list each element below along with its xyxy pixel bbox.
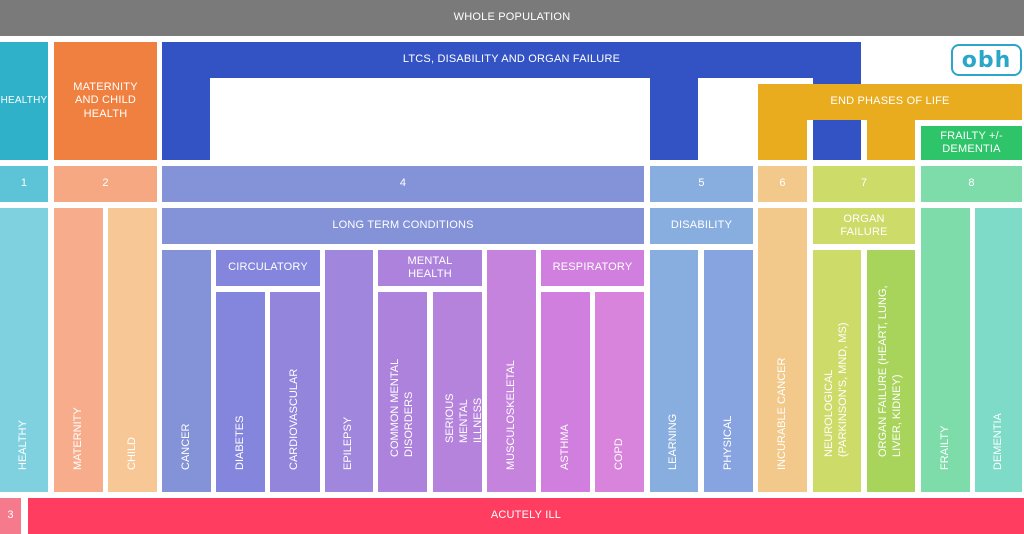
column-diabetes-label: DIABETES — [233, 415, 246, 471]
column-physical: PHYSICAL — [704, 250, 753, 492]
column-dementia-label: DEMENTIA — [991, 413, 1004, 471]
column-cancer: CANCER — [162, 250, 211, 492]
column-learning-label: LEARNING — [667, 414, 679, 471]
column-cardiovascular: CARDIOVASCULAR — [270, 292, 320, 492]
column-neurological-label: NEUROLOGICAL (PARKINSON'S, MND, MS) — [823, 321, 849, 457]
segment-3: 3 — [0, 498, 21, 534]
frailty-dementia-header: FRAILTY +/- DEMENTIA — [921, 126, 1022, 160]
column-serious-mental-illness: SERIOUS MENTAL ILLNESS — [433, 292, 484, 492]
column-epilepsy: EPILEPSY — [325, 250, 373, 492]
column-organ-failure-label: ORGAN FAILURE (HEART, LUNG, LIVER, KIDNE… — [877, 284, 903, 457]
segment-2: 2 — [54, 166, 157, 202]
segment-4: 4 — [162, 166, 644, 202]
column-healthy-label: HEALTHY — [17, 420, 29, 471]
long-term-conditions-header: LONG TERM CONDITIONS — [162, 208, 644, 244]
column-healthy: HEALTHY — [0, 208, 48, 492]
column-child-label: CHILD — [125, 437, 138, 471]
column-organ-failure: ORGAN FAILURE (HEART, LUNG, LIVER, KIDNE… — [867, 250, 915, 492]
segment-5: 5 — [650, 166, 753, 202]
organ-failure-header: ORGAN FAILURE — [813, 208, 915, 244]
maternity-child-header: MATERNITY AND CHILD HEALTH — [54, 42, 157, 160]
column-epilepsy-label: EPILEPSY — [342, 417, 354, 471]
segment-1: 1 — [0, 166, 48, 202]
column-cancer-label: CANCER — [179, 423, 192, 471]
column-incurable-cancer-label: INCURABLE CANCER — [775, 357, 788, 471]
respiratory-header: RESPIRATORY — [541, 250, 644, 286]
column-incurable-cancer: INCURABLE CANCER — [758, 208, 807, 492]
ltcs-header: LTCS, DISABILITY AND ORGAN FAILURE — [162, 42, 861, 78]
ltcs-left-leg — [162, 78, 210, 160]
column-maternity-label: MATERNITY — [71, 407, 84, 471]
column-asthma-label: ASTHMA — [558, 424, 571, 471]
column-frailty: FRAILTY — [921, 208, 970, 492]
obh-logo: obh — [951, 44, 1022, 76]
column-common-mental-disorders: COMMON MENTAL DISORDERS — [378, 292, 427, 492]
end-phases-left-leg — [758, 120, 807, 160]
column-frailty-label: FRAILTY — [938, 425, 951, 471]
acutely-ill-banner: ACUTELY ILL — [28, 498, 1024, 534]
column-learning: LEARNING — [650, 250, 698, 492]
column-copd: COPD — [595, 292, 644, 492]
column-cardiovascular-label: CARDIOVASCULAR — [288, 368, 300, 471]
segment-8: 8 — [921, 166, 1022, 202]
segment-7: 7 — [813, 166, 915, 202]
end-phases-header: END PHASES OF LIFE — [758, 84, 1022, 120]
mental-health-header: MENTAL HEALTH — [378, 250, 482, 286]
column-physical-label: PHYSICAL — [721, 415, 734, 471]
whole-population-banner: WHOLE POPULATION — [0, 0, 1024, 36]
ltcs-middle-leg — [650, 78, 698, 160]
disability-header: DISABILITY — [650, 208, 753, 244]
column-copd-label: COPD — [612, 438, 625, 471]
column-maternity: MATERNITY — [54, 208, 103, 492]
column-neurological: NEUROLOGICAL (PARKINSON'S, MND, MS) — [813, 250, 861, 492]
column-diabetes: DIABETES — [216, 292, 265, 492]
segment-6: 6 — [758, 166, 807, 202]
column-musculoskeletal: MUSCULOSKELETAL — [487, 250, 536, 492]
column-asthma: ASTHMA — [541, 292, 590, 492]
column-musculoskeletal-label: MUSCULOSKELETAL — [504, 360, 517, 471]
column-serious-mental-illness-label: SERIOUS MENTAL ILLNESS — [443, 393, 484, 443]
circulatory-header: CIRCULATORY — [216, 250, 320, 286]
column-dementia: DEMENTIA — [975, 208, 1022, 492]
healthy-header: HEALTHY — [0, 42, 48, 160]
end-phases-mid-leg — [867, 120, 915, 160]
column-child: CHILD — [108, 208, 157, 492]
column-common-mental-disorders-label: COMMON MENTAL DISORDERS — [388, 358, 415, 457]
